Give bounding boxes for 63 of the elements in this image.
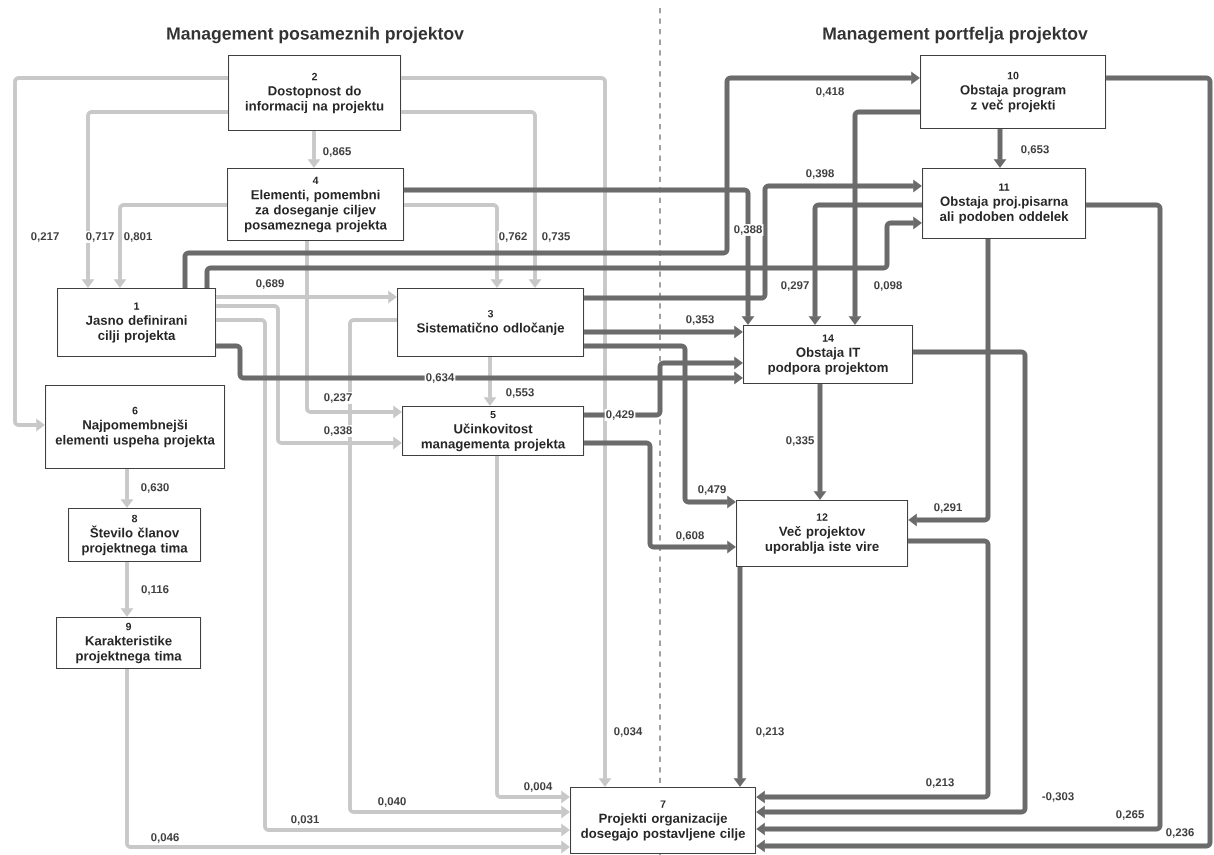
node-label: 7	[660, 800, 666, 808]
edge-label: 0,735	[540, 231, 572, 243]
arrow	[584, 356, 743, 418]
arrow	[182, 71, 920, 288]
factor-box: 14 Obstaja IT podpora projektom	[743, 325, 914, 385]
factor-box: 10 Obstaja program z več projekti	[920, 55, 1107, 130]
arrow	[204, 216, 922, 288]
edge-label: 0,630	[139, 482, 171, 494]
factor-box: 6 Najpomembnejši elementi uspeha projekta	[45, 385, 226, 470]
edge-label: 0,689	[254, 278, 286, 290]
edge-label: 0,236	[1164, 827, 1196, 839]
edge-label: 0,429	[604, 409, 636, 421]
arrow	[756, 75, 1213, 853]
factor-box: 5 Učinkovitost managementa projekta	[402, 406, 585, 457]
edge-label: 0,213	[924, 777, 956, 789]
edge-label: 0,418	[814, 86, 846, 98]
edge-label: 0,297	[779, 280, 811, 292]
arrow	[584, 179, 922, 301]
edge-label: 0,388	[732, 224, 764, 236]
edge-label: 0,098	[872, 280, 904, 292]
arrow	[404, 203, 504, 288]
factor-box: 8 Število članov projektnega tima	[68, 508, 202, 563]
edge-label: 0,338	[322, 425, 354, 437]
edge-label: 0,553	[504, 387, 536, 399]
edge-label: 0,291	[932, 502, 964, 514]
arrow	[404, 187, 755, 325]
arrow	[401, 76, 612, 787]
edge-label: 0,717	[84, 231, 116, 243]
factor-box: 2 Dostopnost do informacij na projektu	[228, 55, 402, 132]
edge-label: 0,265	[1114, 809, 1146, 821]
edge-label: 0,398	[804, 168, 836, 180]
edge-label: 0,353	[684, 314, 716, 326]
arrow	[908, 239, 991, 527]
factor-box: 3 Sistematično odločanje	[397, 288, 585, 358]
edge-label: 0,608	[674, 530, 706, 542]
edge-label: 0,031	[289, 814, 321, 826]
edge-label: 0,046	[149, 832, 181, 844]
edge-label: 0,004	[522, 781, 554, 793]
edge-label: 0,116	[139, 584, 171, 596]
edge-label: 0,217	[29, 231, 61, 243]
factor-box: 9 Karakteristike projektnega tima	[56, 617, 202, 670]
edge-label: 0,213	[754, 726, 786, 738]
edge-label: 0,865	[321, 146, 353, 158]
edge-label: 0,634	[424, 372, 456, 384]
edge-label: 0,762	[497, 231, 529, 243]
arrow	[756, 202, 1163, 836]
edge-label: 0,335	[784, 435, 816, 447]
factor-box: 7 Projekti organizacije dosegajo postavljene cilje	[570, 787, 757, 855]
edge-label: 0,034	[612, 726, 644, 738]
edge-label: 0,653	[1019, 144, 1051, 156]
node-label: Projekti organizacije dosegajo postavljene cilje	[581, 813, 745, 841]
edge-label: 0,040	[376, 796, 408, 808]
edge-label: 0,801	[122, 231, 154, 243]
edge-label: 0,237	[322, 392, 354, 404]
arrow	[401, 110, 542, 288]
arrow	[756, 538, 991, 804]
arrow	[756, 349, 1028, 819]
edge-label: -0,303	[1040, 791, 1076, 803]
factor-box: 12 Več projektov uporablja iste vire	[736, 500, 909, 568]
factor-box: 4 Elementi, pomembni za doseganje ciljev posameznega projekta	[227, 168, 405, 242]
edge-label: 0,479	[696, 484, 728, 496]
factor-box: 1 Jasno definirani cilji projekta	[57, 288, 217, 358]
factor-box: 11 Obstaja proj.pisarna ali podoben oddelek	[922, 168, 1087, 240]
